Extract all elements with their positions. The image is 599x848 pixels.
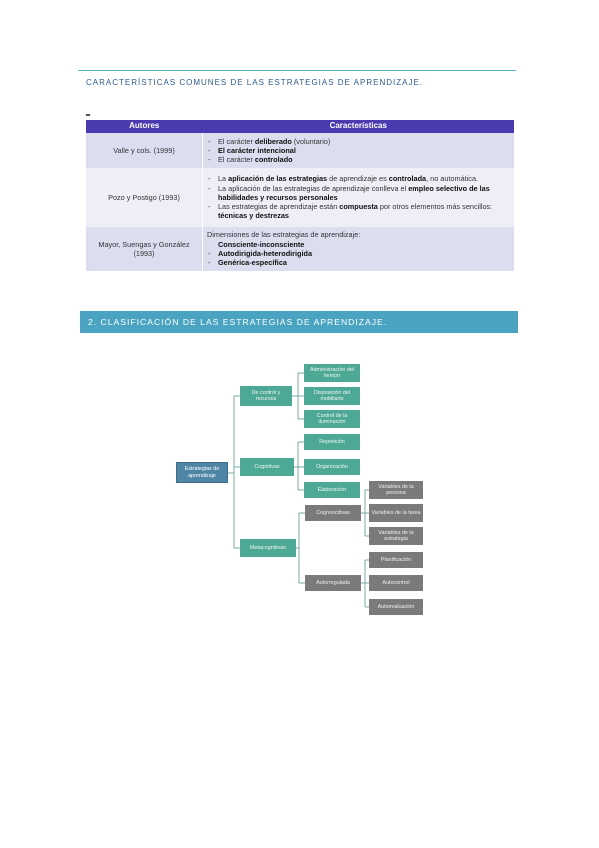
table-row: Mayor, Suengas y González (1993) Dimensi… — [86, 227, 514, 271]
node-cognitive: Cognitivas — [240, 458, 294, 476]
list-item: El carácter intencional — [207, 146, 510, 156]
column-header-authors: Autores — [86, 120, 203, 133]
list-item: La aplicación de las estrategias de apre… — [207, 184, 510, 203]
list-item: Autodirigida-heterodirigida — [207, 249, 510, 259]
node-strategy-variables: Variables de la estrategia — [369, 527, 423, 545]
list-item: Las estrategias de aprendizaje están com… — [207, 202, 510, 221]
author-cell: Valle y cols. (1999) — [86, 133, 203, 168]
author-cell: Mayor, Suengas y González (1993) — [86, 227, 203, 271]
characteristics-cell: Dimensiones de las estrategias de aprend… — [202, 227, 514, 271]
node-lighting-control: Control de la iluminación — [304, 410, 360, 428]
list-item: Consciente-inconsciente — [218, 239, 305, 249]
strategies-characteristics-table: Autores Características Valle y cols. (1… — [86, 120, 514, 271]
node-planning: Planificación — [369, 552, 423, 568]
section-2-title-bar: 2. CLASIFICACIÓN DE LAS ESTRATEGIAS DE A… — [80, 311, 518, 333]
stray-mark — [86, 114, 90, 116]
node-self-evaluation: Autoevaluación — [369, 599, 423, 615]
node-metacognitive: Metacognitivas — [240, 539, 296, 557]
list-item: El carácter controlado — [207, 155, 510, 165]
node-root-learning-strategies: Estrategias de aprendizaje — [176, 462, 228, 483]
node-task-variables: Variables de la tarea — [369, 504, 423, 522]
characteristics-cell: La aplicación de las estrategias de apre… — [202, 168, 514, 227]
node-control-resources: De control y recursos — [240, 386, 292, 406]
node-person-variables: Variables de la persona — [369, 481, 423, 499]
list-item: Genérica-específica — [207, 258, 510, 268]
characteristics-cell: El carácter deliberado (voluntario) El c… — [202, 133, 514, 168]
node-organization: Organización — [304, 459, 360, 475]
node-self-control: Autocontrol — [369, 575, 423, 591]
column-header-characteristics: Características — [202, 120, 514, 133]
table-row: Pozo y Postigo (1993) La aplicación de l… — [86, 168, 514, 227]
list-item: Dimensiones de las estrategias de aprend… — [207, 230, 361, 240]
node-elaboration: Elaboración — [304, 482, 360, 498]
node-repetition: Repetición — [304, 434, 360, 450]
node-self-regulated: Autorregulada — [305, 575, 361, 591]
section-1-title: CARACTERÍSTICAS COMUNES DE LAS ESTRATEGI… — [86, 78, 424, 87]
node-furniture-layout: Disposición del mobiliario — [304, 387, 360, 405]
table-row: Valle y cols. (1999) El carácter deliber… — [86, 133, 514, 168]
section-top-rule — [78, 70, 516, 71]
list-item: La aplicación de las estrategias de apre… — [207, 174, 510, 184]
list-item: El carácter deliberado (voluntario) — [207, 137, 510, 147]
author-cell: Pozo y Postigo (1993) — [86, 168, 203, 227]
node-cognoscitive: Cognoscitivas — [305, 505, 361, 521]
node-time-management: Administración del tiempo — [304, 364, 360, 382]
